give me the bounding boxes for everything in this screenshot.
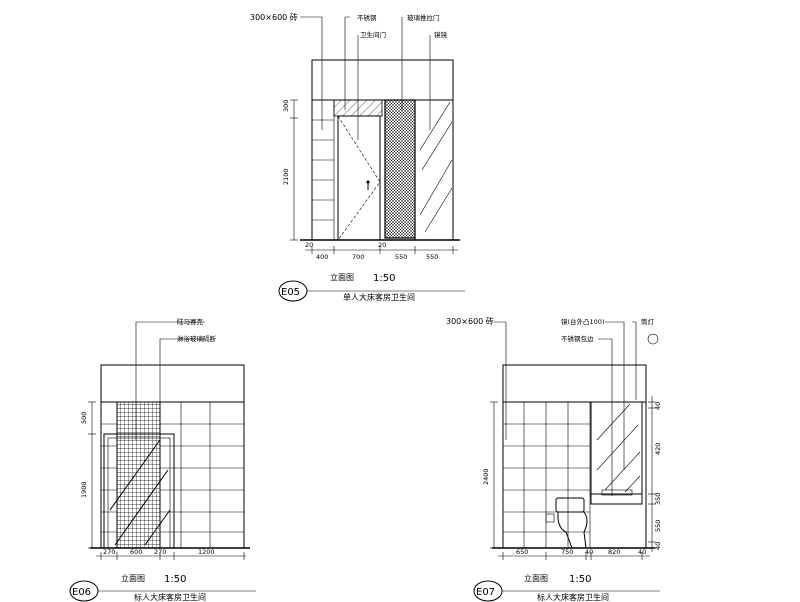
e07-dim-side-0: 2400 bbox=[482, 468, 490, 485]
e06-subtitle: 标人大床客房卫生间 bbox=[134, 592, 206, 602]
e07-dim-right-1: 350 bbox=[654, 493, 662, 505]
e05-label-door: 卫生间门 bbox=[360, 30, 386, 39]
e05-title: 立面图 bbox=[330, 272, 354, 282]
e07-tile-grid bbox=[503, 402, 591, 548]
e05-subtitle: 单人大床客房卫生间 bbox=[343, 292, 415, 302]
e05-label-steel: 不锈钢 bbox=[357, 13, 377, 22]
e05-dim-1: 700 bbox=[352, 253, 364, 261]
e07-dim-3: 820 bbox=[608, 548, 620, 556]
e05-dim-small-0: 20 bbox=[305, 241, 313, 249]
e05-scale: 1:50 bbox=[373, 273, 395, 284]
elevation-e06: 陆马赛克 淋浴玻璃隔断 500 1900 270 600 270 1200 E0… bbox=[69, 317, 256, 602]
e05-dim-0: 400 bbox=[316, 253, 328, 261]
e07-label-steel: 不锈钢包边 bbox=[561, 334, 594, 343]
e05-dim-side-1: 2100 bbox=[282, 168, 290, 185]
e07-title: 立面图 bbox=[524, 573, 548, 583]
e07-dim-1: 750 bbox=[561, 548, 573, 556]
elevation-e07: 300×600 砖 镜(台外凸100) 不锈钢包边 筒灯 2400 420 35… bbox=[446, 316, 662, 602]
e07-subtitle: 标人大床客房卫生间 bbox=[537, 592, 609, 602]
e06-label-top: 陆马赛克 bbox=[177, 317, 204, 326]
e05-dim-side-0: 300 bbox=[282, 100, 290, 112]
e07-mirror bbox=[590, 401, 643, 495]
e05-tile-grid bbox=[312, 100, 335, 240]
e07-dim-right-3: 40 bbox=[654, 402, 662, 410]
e06-dim-3: 1200 bbox=[198, 548, 215, 556]
e06-scale: 1:50 bbox=[164, 574, 186, 585]
e06-dim-1: 600 bbox=[130, 548, 142, 556]
e06-dim-side-0: 500 bbox=[80, 412, 88, 424]
e05-label-glass-door: 玻璃推拉门 bbox=[407, 13, 440, 22]
e06-tag: E06 bbox=[72, 587, 91, 598]
e07-dim-2: 40 bbox=[585, 548, 593, 556]
e07-label-tile: 300×600 砖 bbox=[446, 316, 494, 326]
e05-door bbox=[337, 115, 381, 241]
e06-label-second: 淋浴玻璃隔断 bbox=[177, 334, 217, 343]
e07-scale: 1:50 bbox=[569, 574, 591, 585]
e05-dim-small-1: 20 bbox=[378, 241, 386, 249]
e06-dim-2: 270 bbox=[154, 548, 166, 556]
e06-dim-0: 270 bbox=[103, 548, 115, 556]
e05-label-tile: 300×600 砖 bbox=[250, 12, 298, 22]
e07-label-counter: 镜(台外凸100) bbox=[561, 317, 604, 326]
e06-title: 立面图 bbox=[121, 573, 145, 583]
e07-tag: E07 bbox=[476, 587, 495, 598]
toilet-icon bbox=[545, 497, 588, 549]
e05-dim-3: 550 bbox=[426, 253, 438, 261]
e05-tag: E05 bbox=[281, 287, 300, 298]
e07-dim-0: 650 bbox=[516, 548, 528, 556]
e05-mirror bbox=[414, 99, 454, 241]
e07-dim-right-4: 40 bbox=[654, 542, 662, 550]
e07-dim-right-0: 420 bbox=[654, 443, 662, 455]
e06-dim-side-1: 1900 bbox=[80, 481, 88, 498]
e05-dim-2: 550 bbox=[395, 253, 407, 261]
e07-dim-right-2: 550 bbox=[654, 520, 662, 532]
e07-dim-4: 40 bbox=[638, 548, 646, 556]
e05-label-mirror: 镜镜 bbox=[434, 30, 448, 39]
e07-label-lamp: 筒灯 bbox=[641, 317, 655, 326]
elevation-e05: 300×600 砖 不锈钢 卫生间门 玻璃推拉门 镜镜 300 2100 400… bbox=[250, 12, 465, 302]
